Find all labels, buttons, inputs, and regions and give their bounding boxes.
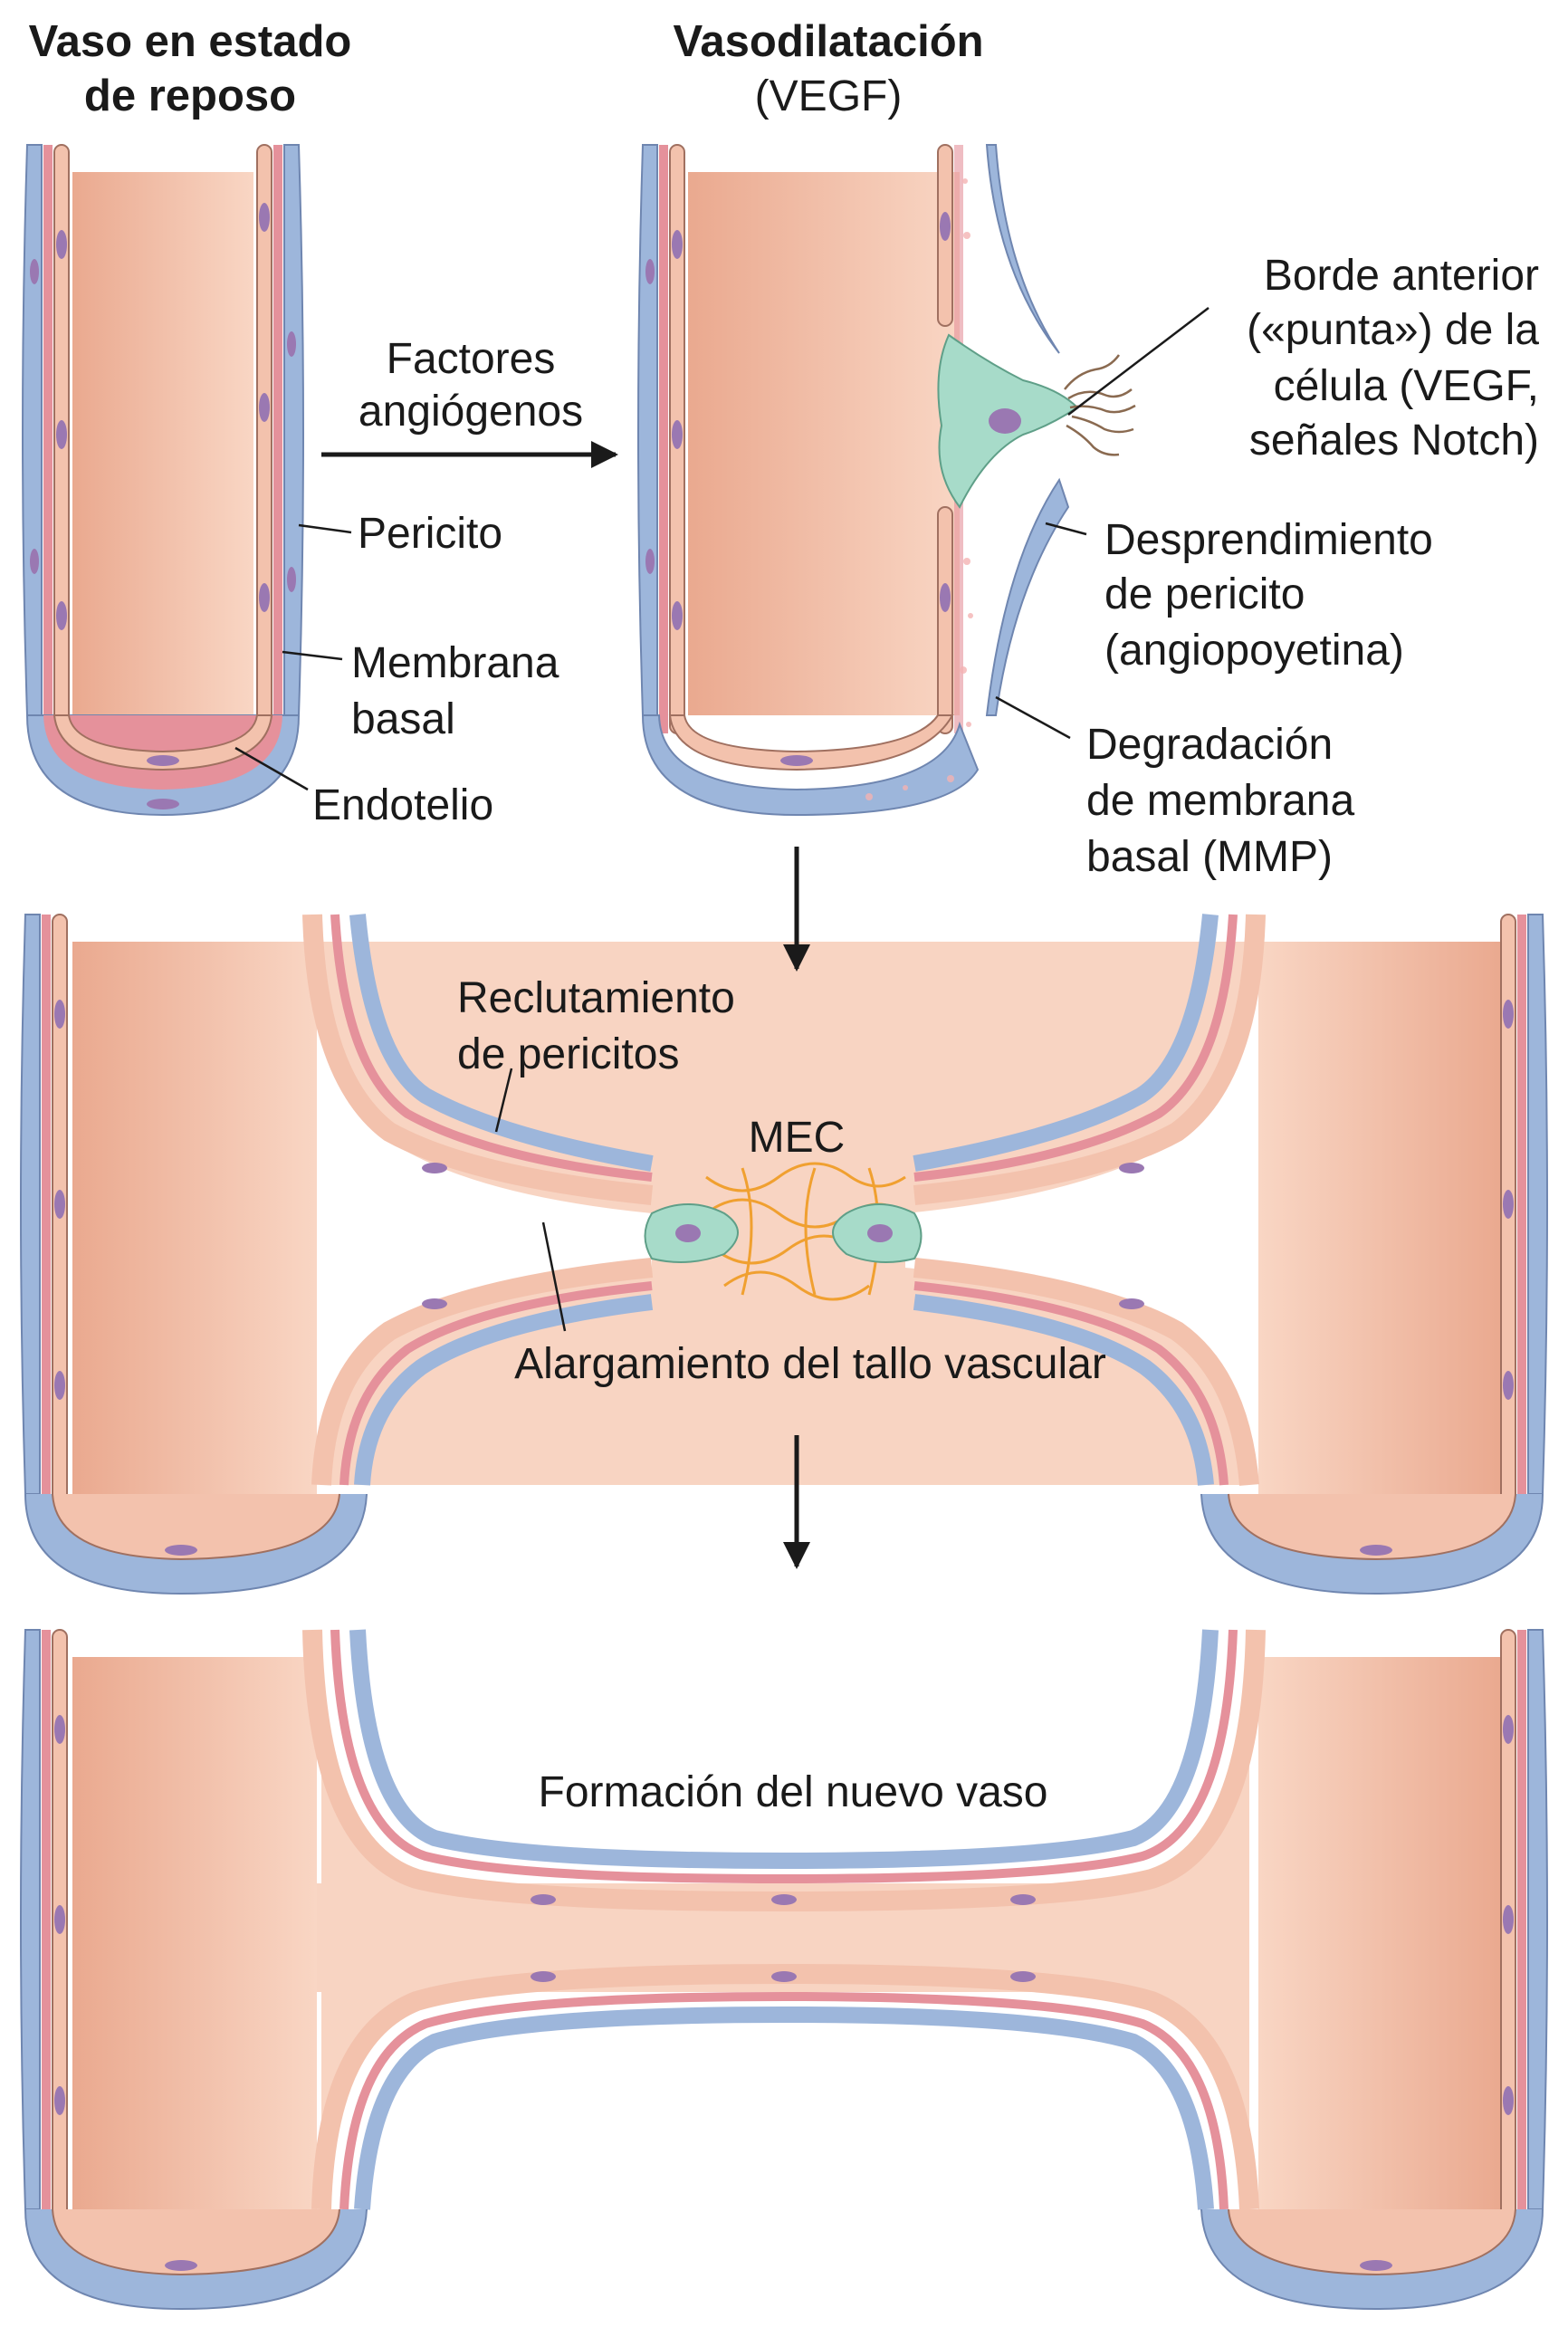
label-factors-2: angiógenos: [359, 388, 583, 436]
vasodilation-vessel: [637, 144, 1136, 817]
title-vasodilation-sub: (VEGF): [755, 72, 903, 120]
label-tip-cell-1: Borde anterior: [1264, 252, 1539, 300]
title-resting-1: Vaso en estado: [29, 17, 352, 66]
label-basal-membrane-2: basal: [351, 695, 455, 743]
label-basal-membrane-1: Membrana: [351, 639, 559, 687]
label-tip-cell-2: («punta») de la: [1247, 306, 1539, 354]
label-ecm: MEC: [749, 1114, 846, 1162]
label-endothelium: Endotelio: [312, 781, 493, 829]
label-tip-cell-4: señales Notch): [1249, 417, 1539, 465]
label-pericyte-detach-3: (angiopoyetina): [1104, 627, 1404, 675]
leader-lines: [234, 307, 1209, 1332]
label-stalk-elongation: Alargamiento del tallo vascular: [514, 1340, 1106, 1388]
resting-vessel: [22, 144, 304, 817]
label-factors-1: Factores: [387, 335, 556, 383]
label-pericyte: Pericito: [358, 510, 502, 558]
label-pericyte-detach-2: de pericito: [1104, 570, 1305, 618]
label-tip-cell-3: célula (VEGF,: [1274, 362, 1539, 410]
label-bm-degradation-3: basal (MMP): [1086, 833, 1333, 881]
degraded-bm-fragments: [865, 178, 973, 800]
label-new-vessel: Formación del nuevo vaso: [539, 1768, 1048, 1816]
title-resting-2: de reposo: [84, 72, 296, 120]
label-pericyte-recruit-1: Reclutamiento: [457, 974, 735, 1022]
label-bm-degradation-2: de membrana: [1086, 777, 1354, 825]
label-pericyte-recruit-2: de pericitos: [457, 1030, 679, 1078]
title-vasodilation: Vasodilatación: [673, 17, 983, 66]
sprouting-vessels: [20, 914, 1548, 1595]
new-vessel: [20, 1629, 1548, 2311]
label-bm-degradation-1: Degradación: [1086, 721, 1333, 769]
label-pericyte-detach-1: Desprendimiento: [1104, 516, 1433, 564]
